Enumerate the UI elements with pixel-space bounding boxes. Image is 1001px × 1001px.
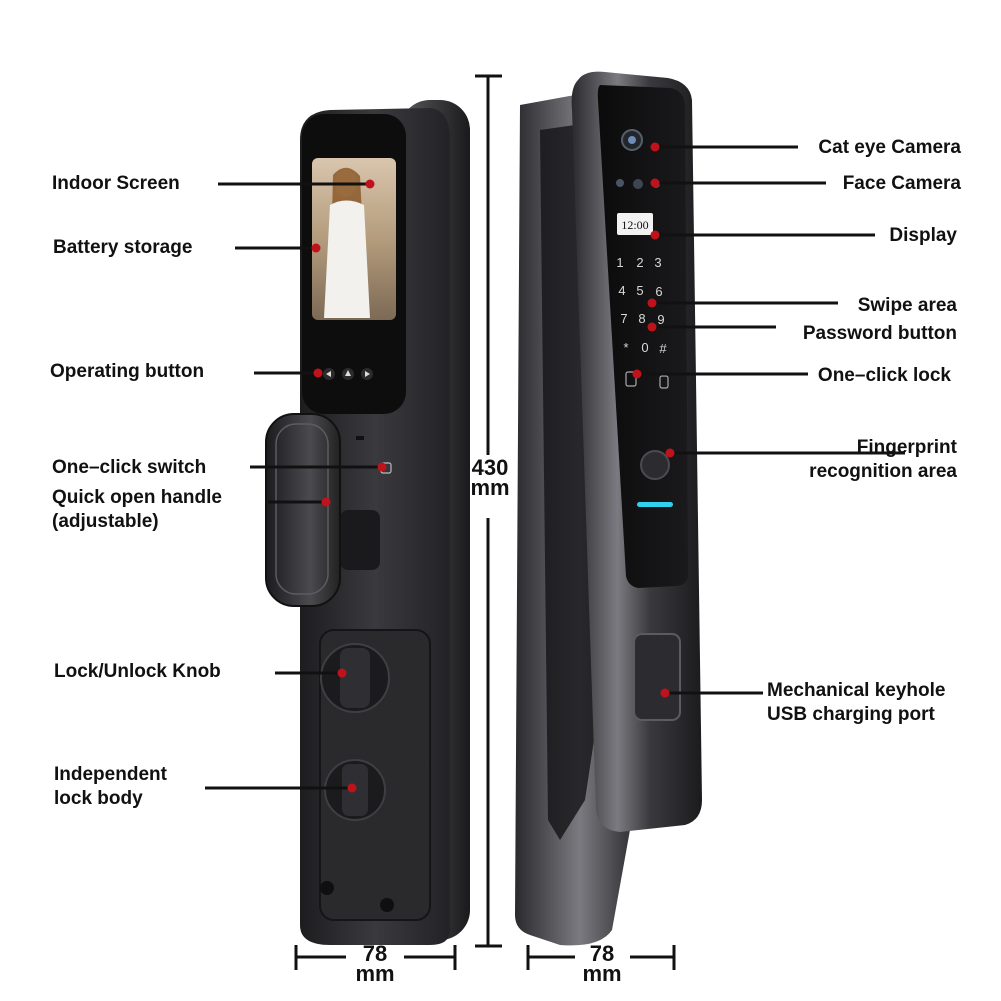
label-indoor-screen: Indoor Screen — [52, 173, 180, 194]
handle-neck — [340, 510, 380, 570]
keypad-key: 8 — [638, 311, 645, 326]
callout-dot — [665, 448, 675, 458]
label-password-button: Password button — [802, 323, 957, 344]
door-icon — [659, 375, 669, 389]
screw-left — [320, 881, 334, 895]
callout-dot — [313, 368, 323, 378]
callout-dot — [650, 178, 660, 188]
label-battery-storage: Battery storage — [53, 237, 193, 258]
callout-dot — [647, 322, 657, 332]
one-click-lock-icon — [625, 371, 637, 387]
callout-leaders — [205, 142, 905, 793]
callout-dot — [650, 230, 660, 240]
knob-grip — [340, 648, 370, 708]
label-display: Display — [889, 225, 957, 246]
label-operating-button: Operating button — [50, 361, 205, 382]
callout-dot — [337, 668, 347, 678]
fingerprint-sensor — [640, 450, 670, 480]
callout-dot — [632, 369, 642, 379]
keypad-key: 4 — [618, 283, 625, 298]
face-cam-sensor-2 — [633, 179, 643, 189]
callout-dot — [660, 688, 670, 698]
label-one-click-lock: One–click lock — [817, 365, 951, 386]
label-face-camera: Face Camera — [842, 173, 961, 194]
label-swipe-area: Swipe area — [857, 295, 957, 316]
callout-dot — [347, 783, 357, 793]
handle-highlight — [275, 423, 329, 595]
label-cat-eye-camera: Cat eye Camera — [818, 137, 961, 158]
keypad-key: 9 — [657, 312, 664, 327]
callout-dot — [650, 142, 660, 152]
screw-right — [380, 898, 394, 912]
keypad-key: 1 — [616, 255, 623, 270]
keypad-key: # — [659, 341, 667, 356]
dimension-lines — [294, 74, 676, 970]
label-quick-open-handle: Quick open handle(adjustable) — [52, 487, 222, 532]
mechanical-keyhole-cover — [633, 633, 681, 721]
callout-dot — [321, 497, 331, 507]
display-time: 12:00 — [621, 218, 648, 232]
keypad-key: 7 — [620, 311, 627, 326]
face-cam-sensor-1 — [616, 179, 624, 187]
keypad-key: 2 — [636, 255, 643, 270]
keypad-key: 6 — [655, 284, 662, 299]
keypad-key: 0 — [641, 340, 648, 355]
callout-dot — [311, 243, 321, 253]
callout-dot — [377, 462, 387, 472]
display-screen — [617, 213, 653, 235]
home-icon — [345, 370, 351, 376]
right-arrow-icon — [365, 371, 370, 377]
keypad-key: 3 — [654, 255, 661, 270]
keypad-key: * — [623, 340, 628, 355]
keypad-key: 5 — [636, 283, 643, 298]
callout-dot — [365, 179, 375, 189]
callout-dot — [647, 298, 657, 308]
quick-open-handle — [265, 413, 341, 607]
switch-slot — [356, 436, 364, 440]
screen-dress — [324, 200, 370, 318]
label-one-click-switch: One–click switch — [52, 457, 207, 478]
status-indicator — [637, 502, 673, 507]
indoor-lock — [265, 100, 470, 945]
lens-glint — [628, 136, 636, 144]
left-arrow-icon — [326, 371, 331, 377]
label-lock-unlock-knob: Lock/Unlock Knob — [54, 661, 221, 682]
